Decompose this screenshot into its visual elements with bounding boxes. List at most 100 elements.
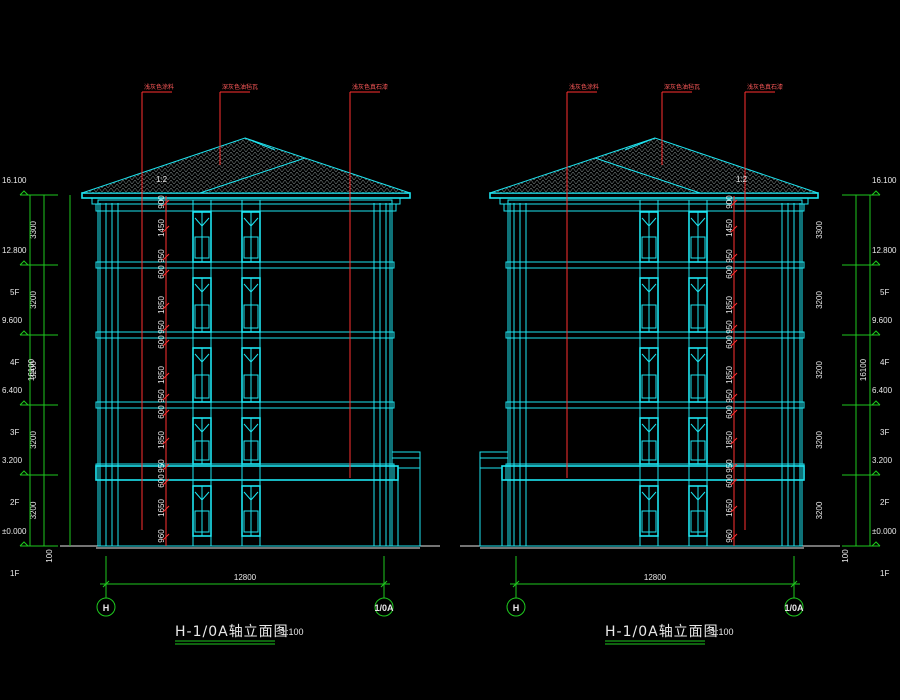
dim-tick	[730, 505, 738, 513]
level-marker	[19, 260, 29, 266]
dim-tick	[730, 409, 738, 417]
level-marker	[871, 260, 881, 266]
roof-ridge	[244, 137, 276, 151]
window-dim-label: 600	[725, 474, 734, 488]
window-dim-label: 950	[157, 389, 166, 403]
window-dim-label: 950	[725, 320, 734, 334]
window-pane	[243, 283, 259, 293]
floor-label: 1F	[880, 569, 889, 578]
window-dim-label: 600	[157, 474, 166, 488]
elevation-label: 6.400	[872, 386, 893, 395]
window-pane	[243, 440, 259, 461]
dim-tick	[730, 372, 738, 380]
window-pane	[690, 510, 706, 533]
dim-tick	[512, 580, 520, 588]
dim-tick	[380, 580, 388, 588]
dim-tick	[162, 505, 170, 513]
window-dim-label: 1850	[157, 366, 166, 384]
window-pane	[194, 423, 210, 433]
window-dim-label: 950	[157, 249, 166, 263]
window-dim-label: 1650	[725, 499, 734, 517]
window-pane	[690, 283, 706, 293]
window-dim-label: 1850	[157, 431, 166, 449]
axis-bubble-left	[96, 597, 116, 617]
window-dim-label: 600	[725, 335, 734, 349]
dim-tick	[162, 302, 170, 310]
window-dim-label: 1850	[725, 296, 734, 314]
dim-tick	[730, 463, 738, 471]
drawing-scale: 1:100	[711, 627, 734, 637]
frieze	[95, 203, 397, 212]
dim-tick	[730, 339, 738, 347]
window-pane	[194, 374, 210, 399]
roof-ridge	[624, 137, 656, 151]
axis-label-right: 1/0A	[374, 603, 394, 613]
eave	[489, 192, 819, 199]
podium-cornice	[501, 465, 805, 481]
axis-bubble-left	[784, 597, 804, 617]
dim-tick	[162, 253, 170, 261]
dim-tick	[162, 372, 170, 380]
floor-label: 4F	[880, 358, 889, 367]
storey-dim: 3200	[29, 361, 38, 379]
floor-label: 1F	[10, 569, 19, 578]
window-pane	[194, 304, 210, 329]
window-pane	[641, 510, 657, 533]
elevation-left: ±0.0001F32003.2002F32006.4003F32009.6004…	[2, 83, 440, 645]
elevation-label: ±0.000	[2, 527, 27, 536]
window-pane	[243, 374, 259, 399]
material-note: 深灰色油毡瓦	[222, 83, 258, 91]
level-marker	[871, 330, 881, 336]
base-dim: 100	[841, 549, 850, 563]
dim-tick	[730, 324, 738, 332]
floor-label: 2F	[880, 498, 889, 507]
level-marker	[19, 400, 29, 406]
window-pane	[690, 491, 706, 501]
window-pane	[641, 423, 657, 433]
cornice	[499, 197, 809, 205]
drawing-scale: 1:100	[281, 627, 304, 637]
axis-bubble-right	[374, 597, 394, 617]
window-dim-label: 1450	[725, 219, 734, 237]
dim-tick	[730, 302, 738, 310]
floor-label: 3F	[10, 428, 19, 437]
window-pane	[194, 283, 210, 293]
window-dim-label: 950	[725, 249, 734, 263]
storey-dim: 3200	[29, 291, 38, 309]
side-annex	[391, 451, 421, 547]
level-marker	[871, 400, 881, 406]
window-pane	[690, 217, 706, 227]
frieze	[503, 203, 805, 212]
window-pane	[641, 217, 657, 227]
elevation-label: 9.600	[2, 316, 23, 325]
elevation-label: ±0.000	[872, 527, 897, 536]
window-pane	[243, 236, 259, 259]
window-pane	[194, 510, 210, 533]
dim-tick	[102, 580, 110, 588]
floor-label: 3F	[880, 428, 889, 437]
podium-cornice	[95, 465, 399, 481]
elevation-label: 9.600	[872, 316, 893, 325]
dim-tick	[162, 199, 170, 207]
window-pane	[194, 353, 210, 363]
window-pane	[690, 304, 706, 329]
elevation-label: 12.800	[2, 246, 27, 255]
window-dim-label: 600	[157, 335, 166, 349]
window-pane	[243, 423, 259, 433]
material-note: 浅灰色涂料	[144, 83, 174, 91]
dim-tick	[162, 339, 170, 347]
building-outline	[97, 199, 393, 547]
dim-tick	[162, 478, 170, 486]
window-dim-label: 900	[725, 195, 734, 209]
floor-label: 4F	[10, 358, 19, 367]
window-pane	[690, 236, 706, 259]
dim-tick	[162, 409, 170, 417]
dim-tick	[162, 269, 170, 277]
dim-tick	[162, 533, 170, 541]
level-marker	[19, 470, 29, 476]
storey-dim: 3300	[815, 221, 824, 239]
storey-dim: 3200	[815, 431, 824, 449]
storey-dim: 3200	[29, 431, 38, 449]
dim-tick	[162, 324, 170, 332]
roof	[489, 137, 819, 194]
